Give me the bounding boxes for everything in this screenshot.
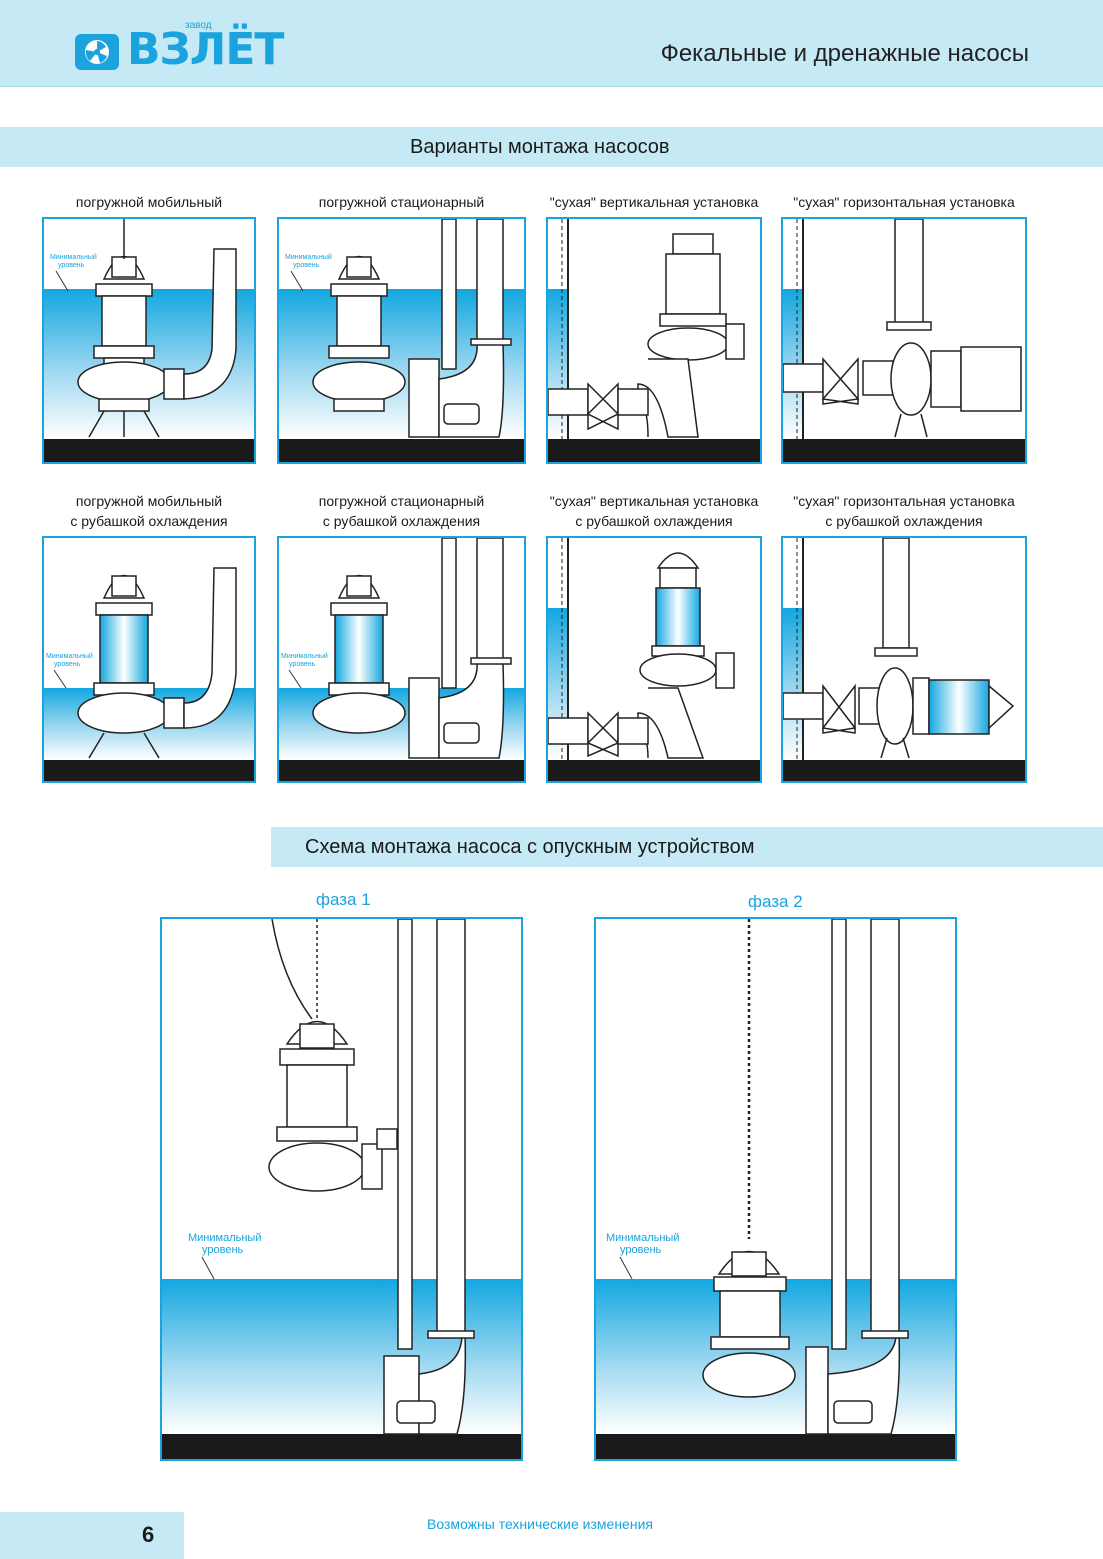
logo-small-text: завод <box>185 20 212 31</box>
fan-logo-icon <box>75 34 119 70</box>
caption-line-1: "сухая" вертикальная установка <box>549 493 759 509</box>
caption-dry-vertical: "сухая" вертикальная установка <box>549 194 759 210</box>
caption-line-2: с рубашкой охлаждения <box>70 513 228 529</box>
min-level-label-2: уровень <box>202 1244 244 1256</box>
footer-note: Возможны технические изменения <box>427 1516 653 1532</box>
svg-text:Минимальный: Минимальный <box>285 253 332 261</box>
svg-text:уровень: уровень <box>58 262 85 269</box>
diagram-dry-vertical-jacket <box>546 536 762 783</box>
svg-text:Минимальный: Минимальный <box>46 652 93 660</box>
caption-line-2: с рубашкой охлаждения <box>825 513 983 529</box>
svg-text:уровень: уровень <box>289 661 316 668</box>
page-header: завод ВЗЛЁТ Фекальные и дренажные насосы <box>0 0 1103 87</box>
section-title: Варианты монтажа насосов <box>410 136 670 158</box>
diagram-phase-1: Минимальный уровень <box>160 917 523 1461</box>
caption-line-1: погружной мобильный <box>75 493 223 509</box>
caption-submersible-stationary-jacket: погружной стационарный с рубашкой охлажд… <box>277 491 526 531</box>
caption-submersible-mobile: погружной мобильный <box>75 194 223 210</box>
section-band-installation-variants: Варианты монтажа насосов <box>0 127 1103 167</box>
logo-text: ВЗЛЁТ <box>127 24 284 75</box>
caption-dry-vertical-jacket: "сухая" вертикальная установка с рубашко… <box>546 491 762 531</box>
diagram-dry-vertical <box>546 217 762 464</box>
caption-line-1: погружной стационарный <box>318 493 485 509</box>
caption-submersible-mobile-jacket: погружной мобильный с рубашкой охлаждени… <box>42 491 256 531</box>
page-title: Фекальные и дренажные насосы <box>660 40 1029 67</box>
caption-line-2: с рубашкой охлаждения <box>575 513 733 529</box>
brand-logo: завод ВЗЛЁТ <box>73 20 284 76</box>
page-number-block: 6 <box>0 1512 184 1559</box>
svg-text:уровень: уровень <box>293 262 320 269</box>
caption-dry-horizontal-jacket: "сухая" горизонтальная установка с рубаш… <box>781 491 1027 531</box>
caption-line-1: "сухая" горизонтальная установка <box>793 493 1015 509</box>
min-level-label-1: Минимальный <box>188 1232 261 1244</box>
phase-1-label: фаза 1 <box>316 890 371 909</box>
section-title: Схема монтажа насоса с опускным устройст… <box>305 836 755 858</box>
min-level-label-1: Минимальный <box>606 1232 679 1244</box>
diagram-phase-2: Минимальный уровень <box>594 917 957 1461</box>
diagram-submersible-mobile-jacket: Минимальный уровень <box>42 536 256 783</box>
svg-text:Минимальный: Минимальный <box>50 253 97 261</box>
diagram-dry-horizontal-jacket <box>781 536 1027 783</box>
caption-submersible-stationary: погружной стационарный <box>318 194 485 210</box>
caption-line-2: с рубашкой охлаждения <box>322 513 481 529</box>
diagram-submersible-stationary-jacket: Минимальный уровень <box>277 536 526 783</box>
svg-text:уровень: уровень <box>54 661 81 668</box>
min-level-label-2: уровень <box>620 1244 662 1256</box>
phase-2-label: фаза 2 <box>748 892 803 911</box>
diagram-submersible-stationary: Минимальный уровень <box>277 217 526 464</box>
diagram-submersible-mobile: Минимальный уровень <box>42 217 256 464</box>
caption-dry-horizontal: "сухая" горизонтальная установка <box>793 194 1015 210</box>
diagram-dry-horizontal <box>781 217 1027 464</box>
svg-text:Минимальный: Минимальный <box>281 652 328 660</box>
section-band-lowering-device: Схема монтажа насоса с опускным устройст… <box>271 827 1103 867</box>
page-number: 6 <box>142 1522 155 1547</box>
